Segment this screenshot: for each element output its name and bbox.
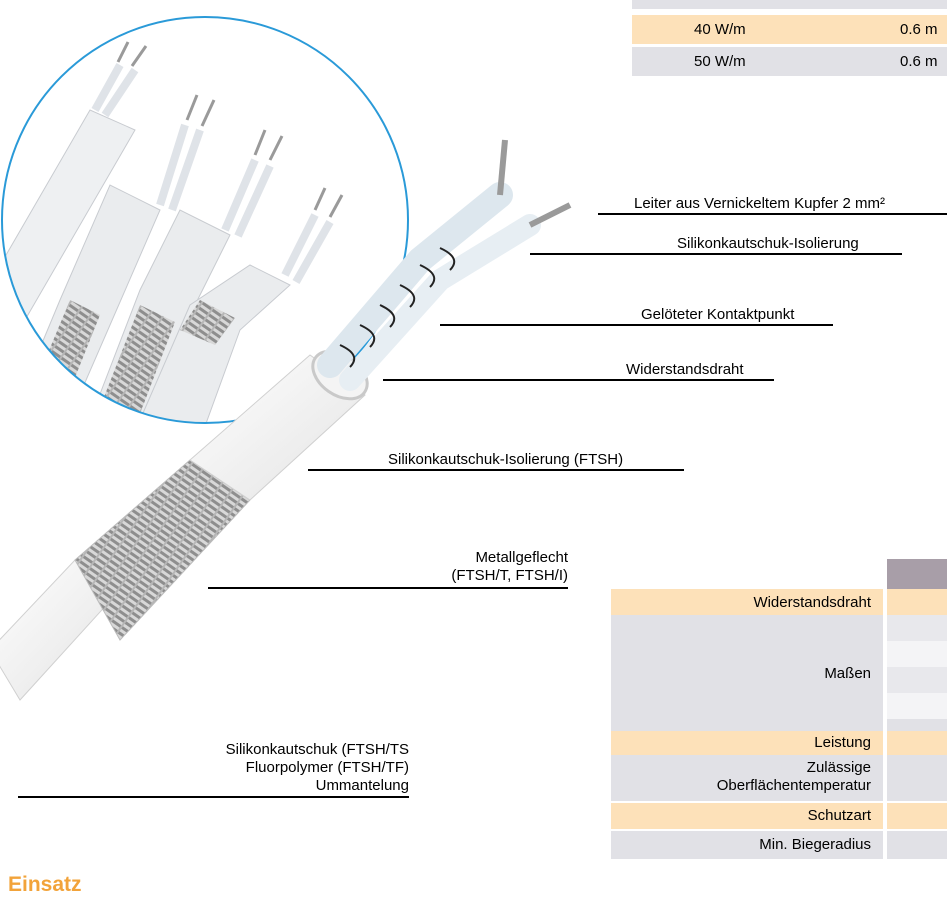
table-row [611,731,947,755]
spec-table-header [887,559,947,589]
sheath-label-line2: Fluorpolymer (FTSH/TF) [170,759,409,777]
spec-value-stripes [887,615,947,731]
spec-table: Widerstandsdraht Maßen Leistung Zulässig… [611,559,947,859]
spec-label: Widerstandsdraht [753,594,871,612]
spec-label: Zulässige Oberflächentemperatur [717,759,871,795]
spec-label: Schutzart [808,807,871,825]
spec-label: Maßen [824,665,871,683]
braid-label-line2: (FTSH/T, FTSH/I) [420,567,568,585]
spec-label-line1: Zulässige [717,759,871,777]
spec-label: Min. Biegeradius [759,836,871,854]
resistance-wire-label: Widerstandsdraht [626,361,744,379]
insulation-ftsh-label: Silikonkautschuk-Isolierung (FTSH) [388,451,623,469]
callout-line [208,587,568,589]
callout-line [383,379,774,381]
callout-line [18,796,409,798]
sheath-label-line1: Silikonkautschuk (FTSH/TS [170,741,409,759]
column-divider [883,559,887,859]
callout-line [308,469,684,471]
conductor-label: Leiter aus Vernickeltem Kupfer 2 mm² [634,195,885,213]
spec-label: Leistung [814,734,871,752]
callout-line [598,213,947,215]
section-heading: Einsatz [8,872,82,898]
table-row [611,803,947,829]
braid-label-line1: Metallgeflecht [420,549,568,567]
spec-label-line2: Oberflächentemperatur [717,777,871,795]
callout-line [530,253,902,255]
contact-point-label: Gelöteter Kontaktpunkt [641,306,794,324]
sheath-label: Silikonkautschuk (FTSH/TS Fluorpolymer (… [170,741,409,795]
insulation-label: Silikonkautschuk-Isolierung [677,235,859,253]
braid-label: Metallgeflecht (FTSH/T, FTSH/I) [420,549,568,585]
sheath-label-line3: Ummantelung [170,777,409,795]
callout-line [440,324,833,326]
